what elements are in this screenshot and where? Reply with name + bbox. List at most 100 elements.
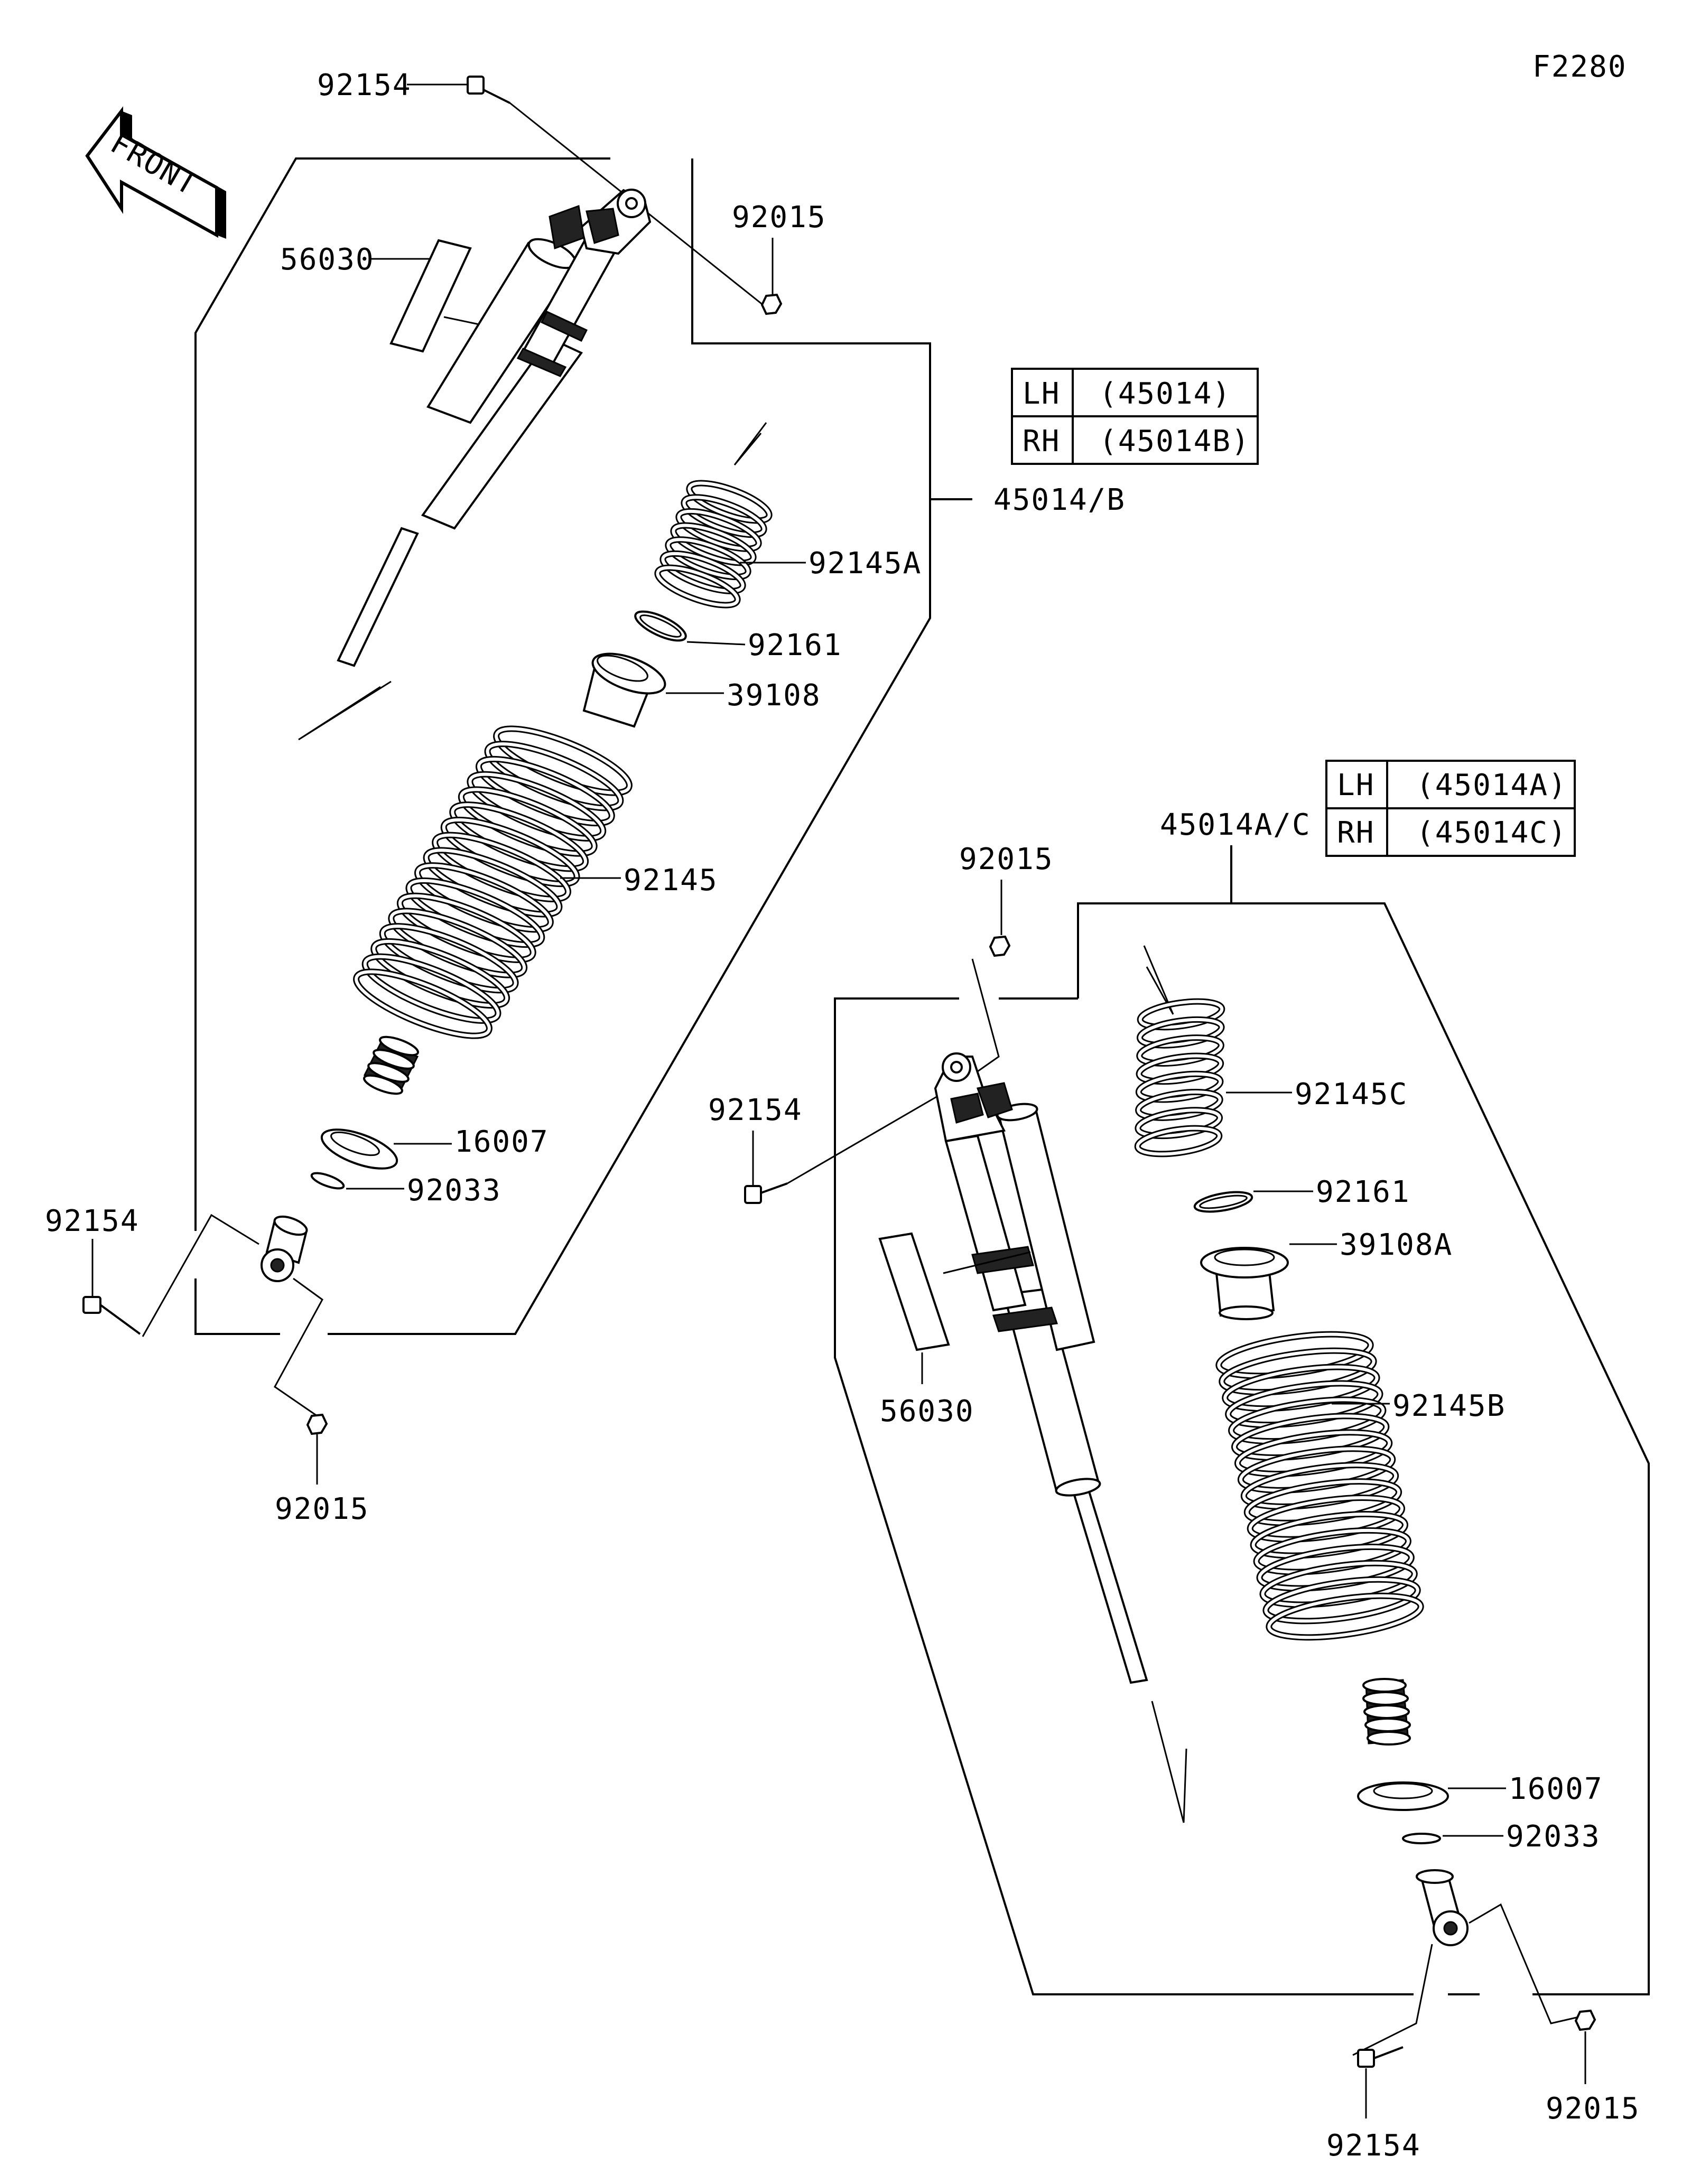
spring-upper-left [654,422,773,609]
front-arrow-icon: FRONT [85,106,226,239]
coil-inner [661,552,745,593]
nut-icon [1574,2009,1596,2031]
left-side-table: LH (45014) RH (45014B) [1011,368,1259,465]
label-nut-bottom-right: 92015 [1546,2092,1640,2126]
coil-inner [372,939,509,1007]
table-left-part-1: (45014B) [1099,424,1250,459]
spring-seat-left [582,652,666,728]
shock-absorber-left [337,189,652,667]
coil-inner [687,481,771,522]
label-bump-stop-right: 16007 [1509,1772,1603,1806]
sticker-icon [878,1232,950,1351]
coil-inner [486,742,622,810]
coil-inner [1267,1594,1423,1639]
bolt-icon [744,1182,788,1204]
clip-icon [310,1172,345,1190]
coil-inner [495,727,631,795]
coil-inner [477,757,614,825]
label-ring-right: 92161 [1316,1175,1410,1209]
coil-inner [433,833,570,901]
coil-inner [416,864,552,931]
table-right-side-0: LH [1337,768,1374,802]
coil-inner [677,509,760,550]
coil-inner [682,496,766,537]
coil-inner [424,848,561,916]
label-sticker-left: 56030 [280,242,375,277]
nut-icon [989,935,1011,957]
spring-main-right [1215,1331,1424,1641]
label-spring-upper-left: 92145A [809,546,922,581]
label-spring-upper-right: 92145C [1295,1077,1408,1112]
coil-inner [1138,1036,1223,1065]
coil-inner [666,538,750,579]
label-spring-main-right: 92145B [1392,1389,1506,1423]
table-right-part-1: (45014C) [1416,816,1567,850]
bump-stop-cap-left [320,1128,398,1170]
label-nut-bottom-left: 92015 [275,1492,369,1526]
coil-inner [355,970,491,1038]
spring-upper-right [1134,998,1225,1158]
lower-eye-right [1416,1869,1469,1946]
coil-inner [1136,1126,1221,1156]
coil-inner [380,925,517,992]
coil-inner [1136,1108,1222,1138]
coil-inner [1137,1072,1222,1102]
label-sticker-right: 56030 [880,1394,974,1429]
left-assembly: LH (45014) RH (45014B) 45014/B 92154 920… [45,68,1259,1526]
callout-45014a-c: 45014A/C [1160,808,1311,842]
label-bolt-bottom-right: 92154 [1326,2129,1421,2163]
right-assembly: LH (45014A) RH (45014C) 45014A/C 92015 9… [708,760,1650,2163]
coil-inner [1137,1090,1222,1119]
label-clip-right: 92033 [1506,1819,1601,1854]
bolt-icon [1357,2046,1404,2068]
lower-eye-left [261,1215,308,1282]
nut-icon [306,1413,328,1435]
label-clip-left: 92033 [407,1173,501,1208]
label-bolt-bottom-left: 92154 [45,1204,140,1238]
coil-inner [389,909,526,977]
bolt-icon [467,76,510,104]
sticker-icon [389,239,472,353]
bolt-icon [82,1296,141,1335]
spring-seat-right [1200,1247,1289,1320]
coil-inner [656,566,739,607]
table-right-part-0: (45014A) [1416,768,1567,802]
coil-inner [672,524,755,565]
diagram-code: F2280 [1532,50,1627,84]
coil-inner [468,772,605,840]
label-nut-top-left: 92015 [732,200,826,235]
table-left-side-0: LH [1023,377,1060,411]
shock-absorber-right [934,1052,1148,1684]
table-left-side-1: RH [1023,424,1060,459]
label-bolt-top-right: 92154 [708,1093,803,1127]
coil-inner [1138,1000,1224,1029]
label-seat-right: 39108A [1340,1228,1453,1262]
bump-stop-left [363,1035,419,1095]
label-nut-top-right: 92015 [959,842,1054,876]
spring-main-left [353,725,633,1039]
bump-stop-right [1362,1678,1411,1746]
ring-icon [1193,1191,1253,1213]
label-bolt-top-left: 92154 [317,68,412,102]
coil-inner [407,879,544,947]
coil-inner [451,803,588,871]
nut-icon [760,293,783,315]
table-left-part-0: (45014) [1099,377,1231,411]
coil-inner [398,894,535,962]
bump-stop-cap-right [1357,1781,1449,1811]
label-spring-main-left: 92145 [624,863,718,898]
coil-inner [1138,1018,1223,1047]
coil-inner [1264,1578,1419,1623]
coil-inner [363,955,500,1022]
coil-inner [1137,1054,1223,1084]
label-seat-left: 39108 [727,678,821,713]
callout-45014-b: 45014/B [993,483,1126,517]
right-side-table: LH (45014A) RH (45014C) [1325,760,1576,857]
label-bump-stop-left: 16007 [454,1125,549,1159]
ring-icon [634,610,687,642]
coil-inner [459,788,596,855]
clip-icon [1402,1833,1441,1844]
label-ring-left: 92161 [748,628,842,662]
table-right-side-1: RH [1337,816,1374,850]
